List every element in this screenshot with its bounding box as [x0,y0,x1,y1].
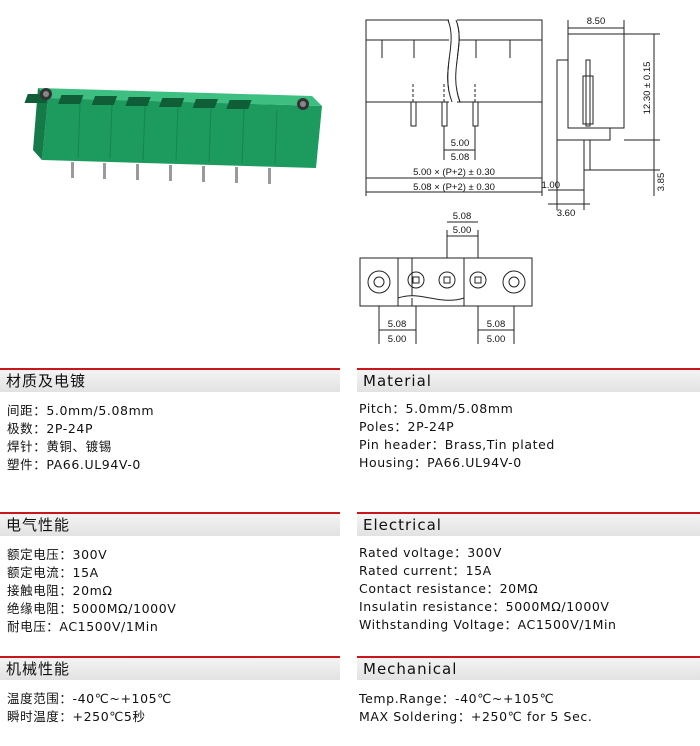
spec-row: Temp.Range：-40℃~+105℃ [359,690,592,708]
spec-label: Pin header： [359,437,445,452]
bottom-left-500: 5.00 [388,334,407,345]
spec-label: Rated voltage： [359,545,468,560]
bottom-right-500: 5.00 [487,334,506,345]
dim-385: 3.85 [656,173,667,192]
mechanical-cn-list: 温度范围：-40℃~+105℃ 瞬时温度：+250℃5秒 [7,690,172,726]
spec-row: 焊针：黄铜、镀锡 [7,438,154,456]
spec-value: AC1500V/1Min [517,617,617,632]
spec-value: 2P-24P [46,421,94,436]
spec-row: Contact resistance：20MΩ [359,580,617,598]
spec-row: 间距：5.0mm/5.08mm [7,402,154,420]
spec-row: MAX Soldering：+250℃ for 5 Sec. [359,708,592,726]
spec-label: 间距： [7,403,47,418]
bottom-right-508: 5.08 [487,319,506,330]
spec-row: 极数：2P-24P [7,420,154,438]
spec-value: 5000MΩ/1000V [72,601,177,616]
spec-label: Housing： [359,455,428,470]
spec-label: MAX Soldering： [359,709,471,724]
spec-row: Rated current：15A [359,562,617,580]
section-title-material-en: Material [357,368,700,392]
spec-label: 额定电流： [7,565,73,580]
spec-value: -40℃~+105℃ [455,691,555,706]
spec-row: 温度范围：-40℃~+105℃ [7,690,172,708]
bottom-top-508: 5.08 [453,211,472,222]
bottom-view [359,221,533,344]
spec-value: +250℃ for 5 Sec. [470,709,593,724]
spec-value: 15A [72,565,99,580]
section-title-electrical-en: Electrical [357,512,700,536]
electrical-en-list: Rated voltage：300V Rated current：15A Con… [359,544,617,634]
front-view [365,18,543,196]
spec-label: 绝缘电阻： [7,601,73,616]
spec-label: 温度范围： [7,691,73,706]
spec-row: Pitch：5.0mm/5.08mm [359,400,555,418]
spec-label: 塑件： [7,457,47,472]
spec-value: 300V [72,547,108,562]
material-en-list: Pitch：5.0mm/5.08mm Poles：2P-24P Pin head… [359,400,555,472]
dim-360: 3.60 [557,208,576,219]
section-title-mechanical-cn: 机械性能 [0,656,340,680]
spec-value: 2P-24P [407,419,455,434]
spec-row: Rated voltage：300V [359,544,617,562]
spec-label: 焊针： [7,439,47,454]
dim-width: 8.50 [587,16,606,27]
section-title-electrical-cn: 电气性能 [0,512,340,536]
spec-value: -40℃~+105℃ [72,691,172,706]
bottom-top-500: 5.00 [453,225,472,236]
spec-value: 5000MΩ/1000V [505,599,610,614]
spec-value: AC1500V/1Min [59,619,159,634]
section-title-material-cn: 材质及电镀 [0,368,340,392]
dim-pitch-500: 5.00 [451,138,470,149]
spec-value: 黄铜、镀锡 [46,439,112,454]
product-photo [24,88,322,184]
top-figure-area: 5.00 5.08 5.00 × (P+2) ± 0.30 5.08 × (P+… [0,0,700,360]
dim-pitch-508: 5.08 [451,152,470,163]
spec-value: 20MΩ [499,581,539,596]
spec-value: 15A [465,563,492,578]
spec-row: 瞬时温度：+250℃5秒 [7,708,172,726]
dim-height: 12.30 ± 0.15 [642,62,653,115]
bottom-left-508: 5.08 [388,319,407,330]
spec-label: Contact resistance： [359,581,500,596]
technical-drawing: 5.00 5.08 5.00 × (P+2) ± 0.30 5.08 × (P+… [24,16,667,345]
spec-value: PA66.UL94V-0 [427,455,522,470]
spec-label: Withstanding Voltage： [359,617,518,632]
dim-100: 1.00 [542,180,561,191]
spec-label: Insulatin resistance： [359,599,506,614]
spec-label: Pitch： [359,401,406,416]
side-view [548,20,660,210]
dim-total-500: 5.00 × (P+2) ± 0.30 [413,167,495,178]
spec-label: Rated current： [359,563,466,578]
spec-row: Insulatin resistance：5000MΩ/1000V [359,598,617,616]
spec-label: 接触电阻： [7,583,73,598]
spec-row: 耐电压：AC1500V/1Min [7,618,176,636]
spec-label: 瞬时温度： [7,709,73,724]
spec-row: Withstanding Voltage：AC1500V/1Min [359,616,617,634]
spec-value: 300V [467,545,502,560]
spec-row: Pin header：Brass,Tin plated [359,436,555,454]
spec-label: 耐电压： [7,619,60,634]
spec-row: 接触电阻：20mΩ [7,582,176,600]
electrical-cn-list: 额定电压：300V 额定电流：15A 接触电阻：20mΩ 绝缘电阻：5000MΩ… [7,546,176,636]
section-title-mechanical-en: Mechanical [357,656,700,680]
spec-value: 5.0mm/5.08mm [405,401,514,416]
material-cn-list: 间距：5.0mm/5.08mm 极数：2P-24P 焊针：黄铜、镀锡 塑件：PA… [7,402,154,474]
spec-row: Housing：PA66.UL94V-0 [359,454,555,472]
spec-label: Poles： [359,419,408,434]
spec-row: 绝缘电阻：5000MΩ/1000V [7,600,176,618]
spec-value: 20mΩ [72,583,113,598]
spec-label: Temp.Range： [359,691,456,706]
spec-label: 极数： [7,421,47,436]
spec-row: 塑件：PA66.UL94V-0 [7,456,154,474]
mechanical-en-list: Temp.Range：-40℃~+105℃ MAX Soldering：+250… [359,690,592,726]
spec-label: 额定电压： [7,547,73,562]
spec-row: 额定电流：15A [7,564,176,582]
spec-value: Brass,Tin plated [444,437,555,452]
spec-row: 额定电压：300V [7,546,176,564]
spec-value: PA66.UL94V-0 [46,457,141,472]
dim-total-508: 5.08 × (P+2) ± 0.30 [413,182,495,193]
spec-value: 5.0mm/5.08mm [46,403,155,418]
spec-value: +250℃5秒 [72,709,146,724]
spec-row: Poles：2P-24P [359,418,555,436]
